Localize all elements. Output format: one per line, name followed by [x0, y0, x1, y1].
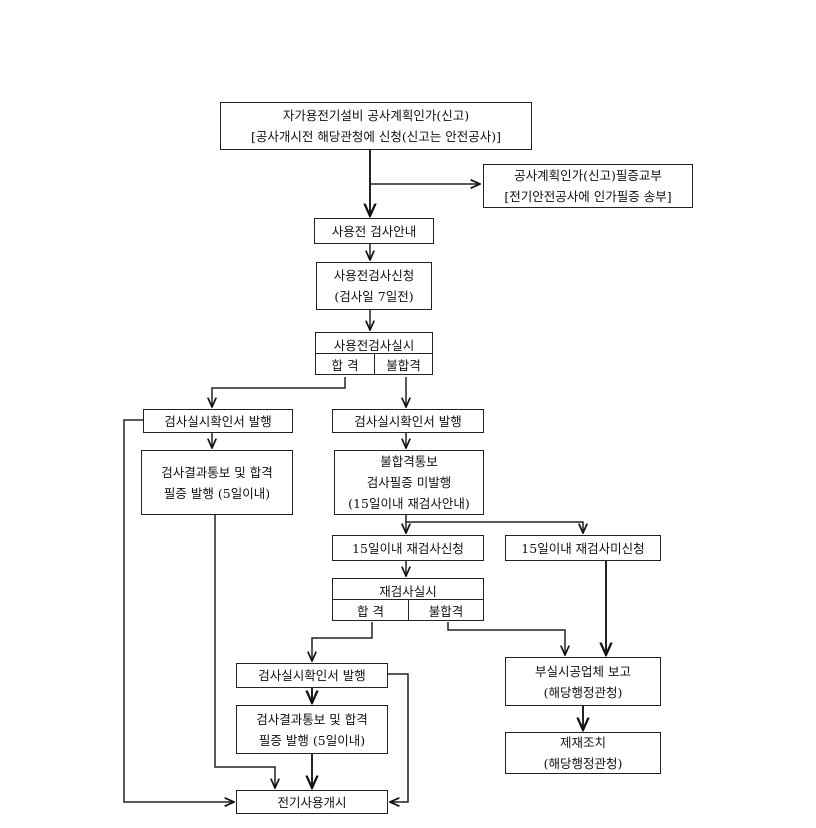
node-sanction: 제재조치 (해당행정관청)	[505, 732, 661, 774]
node-line: (해당행정관청)	[543, 756, 623, 771]
node-line: 검사결과통보 및 합격	[256, 711, 368, 727]
node-reinspection: 재검사실시 합 격 불합격	[332, 578, 484, 622]
node-inspection-fail: 불합격	[374, 353, 433, 375]
node-line: 사용전 검사안내	[331, 223, 417, 239]
node-line: 공사계획인가(신고)필증교부	[514, 168, 662, 183]
node-confirm-left: 검사실시확인서 발행	[143, 409, 293, 433]
node-reinspect-request: 15일이내 재검사신청	[332, 535, 484, 561]
node-line: 검사실시확인서 발행	[164, 413, 272, 429]
node-reinspection-fail: 불합격	[408, 599, 484, 621]
edge-refail-to-report	[447, 622, 565, 655]
node-line: (검사일 7일전)	[334, 289, 414, 304]
node-line: 검사실시확인서 발행	[258, 668, 366, 683]
node-line: 검사실시확인서 발행	[354, 413, 462, 429]
node-inspection-title: 사용전검사실시	[315, 332, 433, 356]
node-line: 15일이내 재검사미신청	[521, 540, 645, 556]
node-line: 필증 발행 (5일이내)	[258, 732, 366, 748]
node-line: 15일이내 재검사신청	[352, 540, 464, 556]
node-confirm-mid: 검사실시확인서 발행	[332, 409, 484, 433]
edge-pass-to-confirm-left	[212, 377, 346, 407]
node-line: (15일이내 재검사안내)	[348, 496, 470, 511]
node-line: 필증 발행 (5일이내)	[163, 485, 271, 501]
node-inspection-pass: 합 격	[315, 353, 375, 375]
node-line: (해당행정관청)	[543, 684, 623, 700]
node-line: 불합격통보	[380, 454, 438, 469]
node-line: 검사결과통보 및 합격	[161, 464, 273, 480]
edge-result-left-to-start	[214, 515, 275, 788]
node-plan-approval: 자가용전기설비 공사계획인가(신고) [공사개시전 해당관청에 신청(신고는 안…	[220, 102, 532, 150]
node-line: 자가용전기설비 공사계획인가(신고)	[282, 108, 470, 123]
node-line: [공사개시전 해당관청에 신청(신고는 안전공사)]	[251, 129, 501, 144]
node-line: 사용전검사신청	[333, 268, 415, 283]
node-fail-notice: 불합격통보 검사필증 미발행 (15일이내 재검사안내)	[334, 450, 484, 515]
node-result-left: 검사결과통보 및 합격 필증 발행 (5일이내)	[141, 450, 293, 515]
node-certificate-issue: 공사계획인가(신고)필증교부 [전기안전공사에 인가필증 송부]	[483, 164, 693, 208]
node-line: 전기사용개시	[277, 794, 347, 810]
edge-repass-to-confirm-bottom	[312, 622, 373, 661]
node-line: 제재조치	[559, 735, 606, 750]
node-confirm-bottom: 검사실시확인서 발행	[236, 663, 388, 688]
node-result-bottom: 검사결과통보 및 합격 필증 발행 (5일이내)	[236, 705, 388, 754]
node-line: [전기안전공사에 인가필증 송부]	[504, 189, 672, 204]
node-pre-use-guide: 사용전 검사안내	[314, 218, 434, 244]
node-line: 검사필증 미발행	[366, 475, 452, 490]
node-reinspection-pass: 합 격	[332, 599, 409, 621]
node-start-use: 전기사용개시	[236, 790, 388, 814]
node-inspection: 사용전검사실시 합 격 불합격	[315, 332, 433, 376]
node-pre-use-request: 사용전검사신청 (검사일 7일전)	[316, 262, 432, 310]
edge-confirm-left-to-start	[123, 419, 234, 802]
node-line: 부실시공업체 보고	[535, 663, 631, 679]
node-reinspection-title: 재검사실시	[332, 578, 484, 602]
edge-confirm-bottom-to-start	[388, 673, 409, 802]
node-reinspect-not-request: 15일이내 재검사미신청	[505, 535, 661, 561]
edge-failnotice-to-reinspect	[405, 515, 583, 533]
node-defect-report: 부실시공업체 보고 (해당행정관청)	[505, 657, 661, 706]
